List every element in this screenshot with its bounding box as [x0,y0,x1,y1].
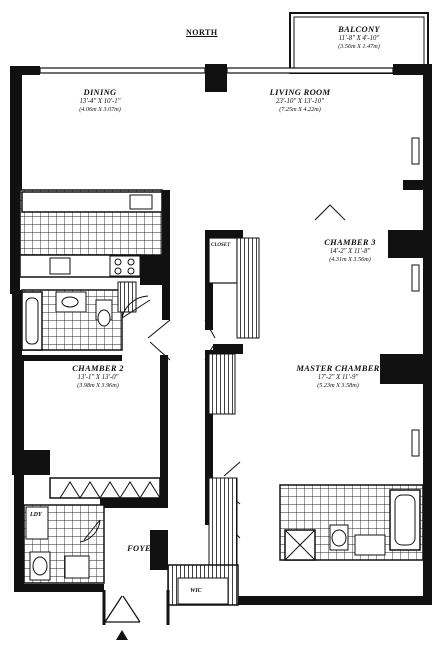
room-metric: (5.23m X 3.58m) [317,381,359,389]
room-name: MASTER CHAMBER [296,363,380,373]
room-metric: (3.56m X 1.47m) [338,42,380,50]
room-metric: (7.25m X 4.22m) [279,105,321,113]
bathroom-1 [21,281,151,351]
room-metric: (3.98m X 3.96m) [77,381,119,389]
entry-door [102,590,170,640]
living-room-label: LIVING ROOM 23'-10" X 13'-10" (7.25m X 4… [240,87,360,113]
walk-in-closet [167,564,239,606]
room-name: LIVING ROOM [269,87,331,97]
room-metric: (4.31m X 3.56m) [329,255,371,263]
room-dims: 13'-4" X 10'-1" [79,97,121,105]
room-name: BALCONY [338,24,380,34]
room-dims: 23'-10" X 13'-10" [276,97,324,105]
ldy-label: LDY [30,512,42,518]
master-bath [279,484,424,561]
balcony-label: BALCONY 11'-8" X 4'-10" (3.56m X 1.47m) [300,24,418,50]
chamber3-label: CHAMBER 3 14'-2" X 11'-8" (4.31m X 3.56m… [300,237,400,263]
door-swings [147,204,346,361]
room-name: DINING [83,87,117,97]
master-chamber-label: MASTER CHAMBER 17'-2" X 11'-9" (5.23m X … [278,363,398,389]
chamber2-closet [49,477,161,499]
compass-north: NORTH [186,28,218,37]
room-name: CHAMBER 2 [72,363,124,373]
room-dims: 13'-1" X 13'-0" [77,373,119,381]
room-name: CHAMBER 3 [324,237,376,247]
chamber2-label: CHAMBER 2 13'-1" X 13'-0" (3.98m X 3.96m… [48,363,148,389]
room-metric: (4.06m X 3.07m) [79,105,121,113]
closets [208,237,260,569]
kitchen [19,189,163,285]
room-name: FOYER [127,543,157,553]
laundry-bath [23,504,105,584]
room-dims: 17'-2" X 11'-9" [317,373,359,381]
room-dims: 14'-2" X 11'-8" [329,247,371,255]
dining-label: DINING 13'-4" X 10'-1" (4.06m X 3.07m) [45,87,155,113]
closet-label: CLOSET [211,243,231,248]
room-dims: 11'-8" X 4'-10" [338,34,380,42]
exterior-walls [10,64,432,605]
wic-label: WIC [190,588,202,594]
foyer-label: FOYER [112,543,172,554]
